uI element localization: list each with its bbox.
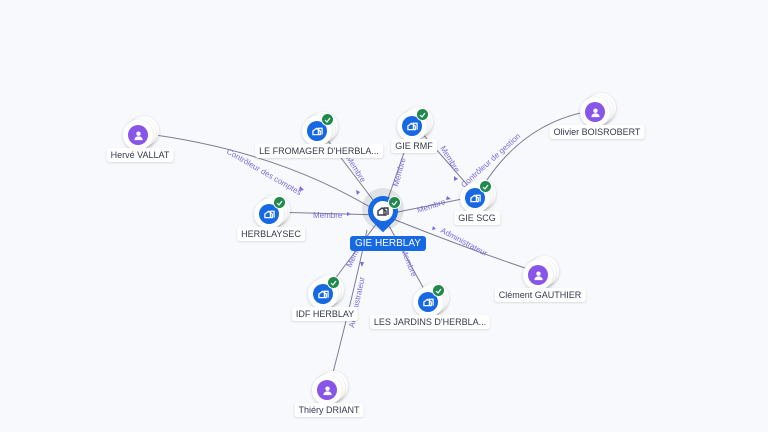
verified-check-icon: [432, 284, 445, 297]
node-label[interactable]: GIE RMF: [391, 139, 437, 153]
node-label[interactable]: Thiéry DRIANT: [294, 403, 364, 417]
arrow-icon: [356, 190, 360, 195]
node-icon-stack[interactable]: [123, 116, 159, 150]
verified-check-icon: [388, 196, 401, 209]
arrow-icon: [454, 176, 458, 181]
node-icon-stack[interactable]: [254, 195, 290, 229]
node-label[interactable]: GIE SCG: [454, 211, 500, 225]
person-icon: [585, 102, 605, 122]
node-icon-stack[interactable]: [397, 107, 433, 141]
arrow-icon: [299, 186, 304, 191]
verified-check-icon: [321, 113, 334, 126]
node-label[interactable]: Clément GAUTHIER: [494, 288, 586, 302]
node-circle: [123, 120, 153, 150]
verified-check-icon: [416, 108, 429, 121]
edge-label: Membre: [438, 144, 461, 174]
edge-herve: [139, 132, 384, 216]
building-icon: [373, 201, 393, 221]
node-icon-stack[interactable]: [312, 371, 348, 405]
arrow-icon: [347, 212, 351, 216]
node-circle: [312, 375, 342, 405]
building-icon: [307, 121, 327, 141]
verified-check-icon: [327, 276, 340, 289]
edge-label: Membre: [313, 211, 343, 220]
node-label[interactable]: IDF HERBLAY: [291, 307, 359, 321]
edge-olivier: [476, 109, 598, 197]
building-icon: [313, 284, 333, 304]
node-icon-stack[interactable]: [302, 112, 338, 146]
edge-label: Membre: [391, 156, 407, 187]
edge-label: Membre: [399, 247, 419, 278]
person-icon: [528, 265, 548, 285]
node-icon-stack[interactable]: [413, 283, 449, 317]
arrow-icon: [446, 196, 451, 200]
node-icon-stack[interactable]: [523, 256, 559, 290]
edge-jardins: [382, 214, 431, 301]
verified-check-icon: [479, 180, 492, 193]
edge-rmf-scg: [413, 123, 478, 197]
node-circle: [523, 260, 553, 290]
node-label[interactable]: Olivier BOISROBERT: [549, 125, 645, 139]
center-node-label[interactable]: GIE HERBLAY: [350, 236, 426, 251]
person-icon: [317, 380, 337, 400]
edge-label: Membre: [344, 154, 367, 184]
node-icon-stack[interactable]: [308, 275, 344, 309]
verified-check-icon: [273, 196, 286, 209]
node-icon-stack[interactable]: [580, 93, 616, 127]
building-icon: [418, 292, 438, 312]
node-icon-stack[interactable]: [460, 179, 496, 213]
arrow-icon: [432, 226, 436, 230]
building-icon: [465, 188, 485, 208]
arrow-icon: [360, 262, 364, 267]
building-icon: [402, 116, 422, 136]
node-label[interactable]: LES JARDINS D'HERBLA...: [369, 315, 491, 329]
building-icon: [259, 204, 279, 224]
node-circle: [580, 97, 610, 127]
edge-label: Membre: [416, 197, 447, 215]
node-label[interactable]: HERBLAYSEC: [237, 227, 305, 241]
node-circle: [254, 199, 284, 229]
node-label[interactable]: LE FROMAGER D'HERBLA...: [255, 144, 383, 158]
edge-label: Administrateur: [439, 226, 489, 258]
node-label[interactable]: Hervé VALLAT: [106, 148, 174, 162]
person-icon: [128, 125, 148, 145]
